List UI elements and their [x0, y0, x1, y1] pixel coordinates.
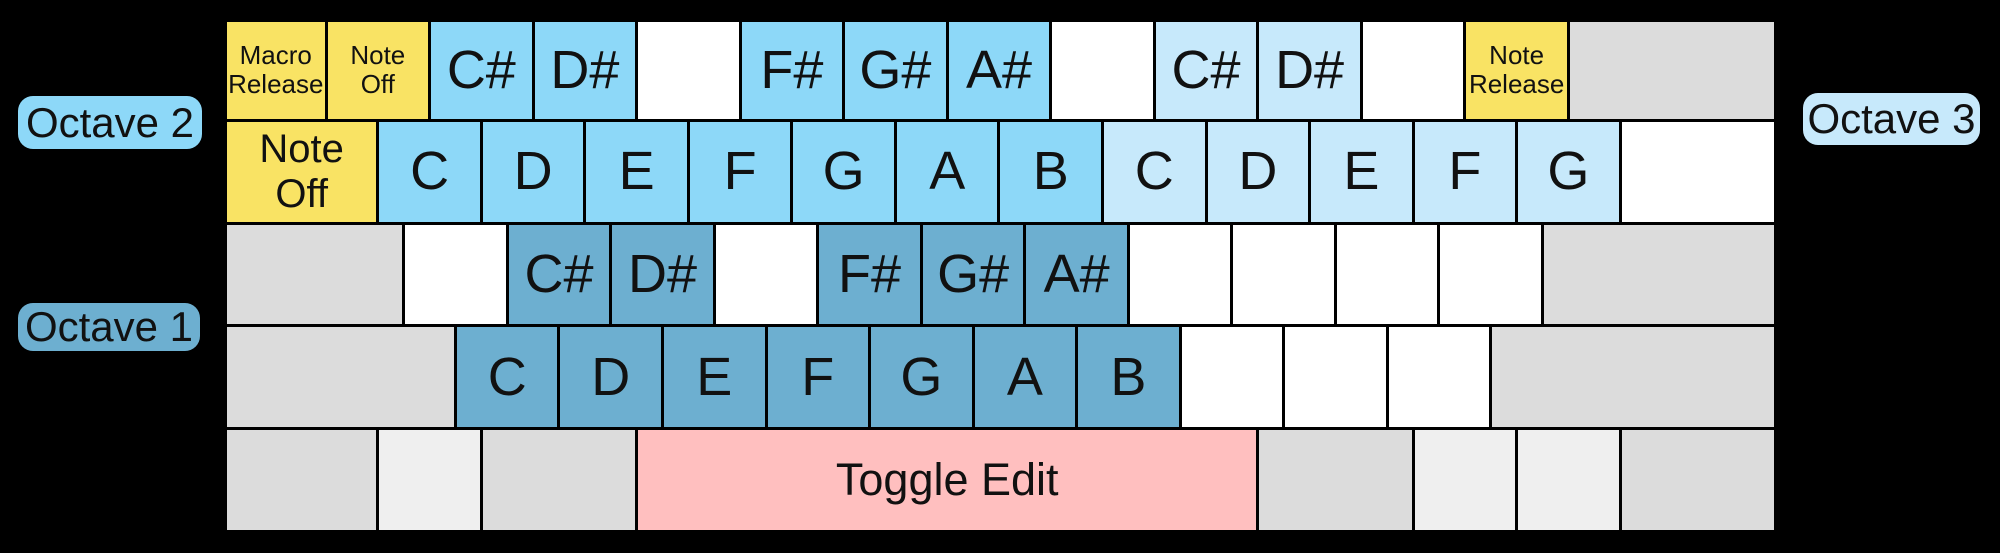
key-blank	[1233, 224, 1337, 328]
key-d-sharp-oct2: D#	[534, 19, 639, 122]
key-blank	[715, 224, 820, 328]
key-blank	[1362, 19, 1467, 122]
key-c-sharp-oct2: C#	[431, 19, 535, 122]
key-note-release: Note Release	[1466, 19, 1570, 122]
key-f-oct3: F	[1414, 121, 1519, 225]
key-alt-right	[1259, 430, 1415, 533]
key-ctrl-right	[1621, 430, 1777, 533]
key-g-oct1: G	[871, 327, 975, 431]
key-shift-right	[1492, 327, 1777, 431]
key-backspace	[1569, 19, 1777, 122]
key-blank	[405, 224, 509, 328]
key-c-sharp-oct3: C#	[1155, 19, 1260, 122]
keyboard-row: Toggle Edit	[224, 430, 1777, 533]
key-e-oct3: E	[1311, 121, 1415, 225]
keyboard-row: C#D# F#G#A#	[224, 224, 1777, 328]
key-d-sharp-oct3: D#	[1259, 19, 1363, 122]
key-d-oct1: D	[560, 327, 664, 431]
key-d-oct2: D	[482, 121, 587, 225]
key-b-oct1: B	[1078, 327, 1182, 431]
key-blank	[638, 19, 742, 122]
key-c-oct2: C	[379, 121, 483, 225]
key-blank	[1285, 327, 1389, 431]
key-f-oct2: F	[689, 121, 794, 225]
key-blank	[1129, 224, 1234, 328]
key-blank	[1181, 327, 1286, 431]
key-blank	[1336, 224, 1441, 328]
key-blank	[1621, 121, 1777, 225]
key-ctrl-left	[224, 430, 380, 533]
key-toggle-edit: Toggle Edit	[638, 430, 1260, 533]
key-caps	[224, 224, 406, 328]
key-c-oct1: C	[456, 327, 561, 431]
key-f-oct1: F	[767, 327, 872, 431]
key-blank	[1052, 19, 1156, 122]
key-shift-left	[224, 327, 457, 431]
key-win-left	[379, 430, 483, 533]
key-enter	[1544, 224, 1777, 328]
key-d-sharp-oct1: D#	[612, 224, 716, 328]
key-g-oct3: G	[1518, 121, 1622, 225]
key-e-oct1: E	[664, 327, 768, 431]
key-a-sharp-oct1: A#	[1026, 224, 1130, 328]
key-a-oct1: A	[974, 327, 1079, 431]
key-a-oct2: A	[896, 121, 1001, 225]
key-g-sharp-oct2: G#	[845, 19, 949, 122]
key-alt-left	[482, 430, 639, 533]
key-note-off-top: Note Off	[327, 19, 432, 122]
key-b-oct2: B	[1000, 121, 1105, 225]
octave-1-label: Octave 1	[18, 303, 200, 351]
key-c-sharp-oct1: C#	[508, 224, 613, 328]
key-f-sharp-oct2: F#	[741, 19, 846, 122]
key-d-oct3: D	[1207, 121, 1312, 225]
key-g-oct2: G	[793, 121, 897, 225]
key-macro-release: Macro Release	[224, 19, 328, 122]
key-note-off: Note Off	[224, 121, 380, 225]
key-f-sharp-oct1: F#	[819, 224, 923, 328]
key-c-oct3: C	[1104, 121, 1208, 225]
octave-3-label: Octave 3	[1803, 93, 1980, 145]
key-g-sharp-oct1: G#	[922, 224, 1027, 328]
octave-2-label: Octave 2	[18, 96, 202, 149]
key-e-oct2: E	[586, 121, 690, 225]
key-menu	[1518, 430, 1622, 533]
key-win-right	[1414, 430, 1519, 533]
key-blank	[1388, 327, 1493, 431]
key-blank	[1440, 224, 1545, 328]
key-a-sharp-oct2: A#	[948, 19, 1053, 122]
